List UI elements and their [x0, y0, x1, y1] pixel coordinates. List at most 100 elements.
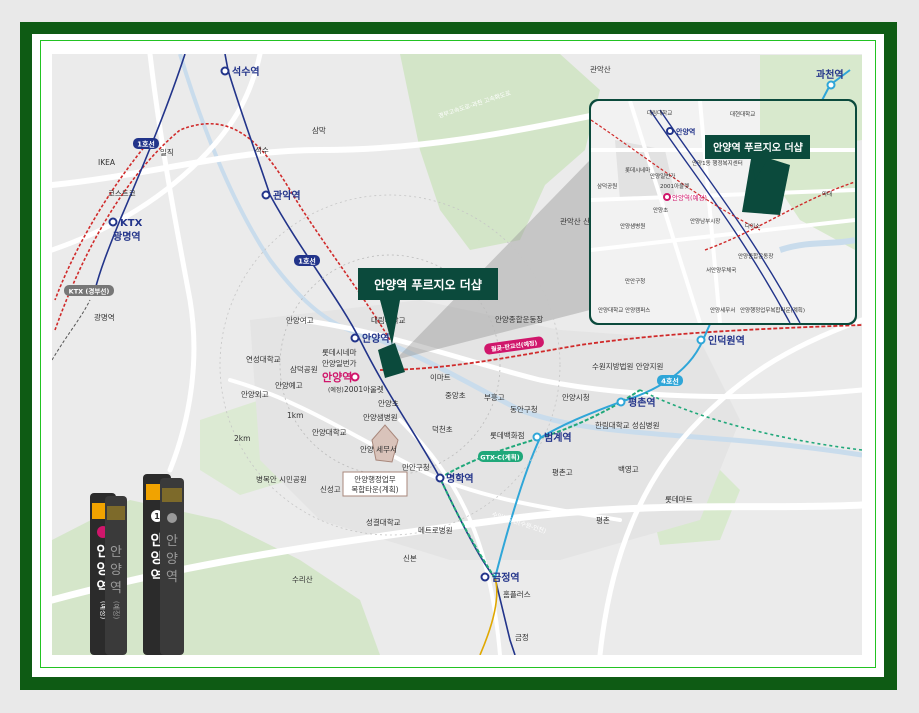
byeongmokan-park-label: 병목안 시민공원 — [256, 474, 307, 484]
gtxc-tag — [478, 451, 523, 462]
lotte-mart-label: 롯데마트 — [665, 495, 693, 504]
anyang-station-dot — [350, 333, 360, 343]
line4-tag — [657, 375, 683, 386]
admin-town-label-line2: 복합타운(계획) — [351, 484, 398, 494]
wolgot-tag — [484, 336, 544, 355]
callout-box — [358, 268, 498, 300]
inset-samdeok-label: 삼덕공원 — [597, 182, 617, 190]
inset-dongbu-label: 안양1동 행정복지센터 — [692, 159, 743, 167]
ktx-tag-text: KTX (경부선) — [69, 287, 110, 296]
geumjeong-ic-label: 금정 — [515, 632, 529, 642]
hallym-hospital-label: 한림대학교 성심병원 — [595, 420, 660, 430]
pyeongchon-station-label: 평촌역 — [628, 396, 656, 409]
inset-ilbeonga-label: 안양일번가 — [650, 172, 675, 180]
sign2-sub: (예정) — [112, 601, 121, 620]
gwanaksan-label: 관악산 — [590, 64, 611, 74]
geumjeong-station-label: 금정역 — [492, 571, 520, 584]
iljik-ic-label: 일직 — [160, 147, 174, 157]
anyang-planned-station-label: 안양역 — [322, 370, 352, 384]
gtxc-east — [639, 389, 862, 451]
wolgot-pangyo-line — [379, 324, 862, 371]
dongan-gu-office-label: 동안구청 — [510, 404, 538, 414]
anyang-tax-office-label: 안양 세무서 — [360, 444, 397, 454]
inset-hospital-label: 안양샘병원 — [620, 222, 645, 230]
gtxc-tag-text: GTX-C(계획) — [480, 453, 520, 462]
admin-town-label-line1: 안양행정업무 — [354, 474, 395, 484]
sign2-char-2: 양 — [110, 563, 122, 578]
pyeongchon-station-dot — [616, 397, 626, 407]
inset-anyang-univ-label: 안양대학교 안양캠퍼스 — [598, 306, 650, 314]
lotte-dept-label: 롯데백화점 — [490, 430, 525, 440]
anyang-elementary-label: 안양초 — [378, 398, 399, 408]
ktx-station-label: KTX — [120, 218, 143, 229]
inset-yakdae-label: 약대 — [822, 190, 832, 198]
callout-pointer — [380, 300, 400, 345]
ktx-line — [54, 122, 391, 341]
line1-tag-a-text: 1호선 — [137, 140, 155, 149]
river — [178, 54, 381, 342]
anyang-planned-tag: (예정) — [328, 386, 344, 394]
anyang-city-hall-label: 안양시청 — [562, 392, 590, 402]
pyeongchon-label: 평촌 — [596, 515, 610, 525]
outlet-2001-label: 2001아울렛 — [344, 384, 384, 394]
yeonseong-univ-label: 연성대학교 — [246, 354, 281, 364]
gwanak-forest-label: 관악산 산림욕장 — [560, 216, 611, 226]
seoksu-station-dot — [220, 66, 230, 76]
ktx-branch — [54, 139, 151, 301]
radius-1km — [279, 254, 501, 476]
line1-tag-b-text: 1호선 — [298, 257, 316, 266]
gtxc-line — [439, 389, 641, 479]
ktx-tag — [64, 285, 114, 296]
inset-admin-town-label: 안양행정업무복합타운(계획) — [740, 306, 805, 314]
admin-town-marker — [371, 424, 399, 463]
ikea-label: IKEA — [98, 158, 116, 167]
anyang-foreign-hs-label: 안양외고 — [241, 389, 269, 399]
inset-sports-label: 안양종합운동장 — [738, 252, 773, 260]
station-sign-2: 안 양 역 (예정) — [105, 496, 127, 655]
callout-title: 안양역 푸르지오 더샵 — [374, 277, 482, 292]
costco-label: 코스트코 — [108, 189, 136, 198]
sign1-sub: (예정) — [99, 601, 108, 620]
inset-title: 안양역 푸르지오 더샵 — [713, 141, 804, 154]
myeonghak-station-dot — [435, 473, 445, 483]
station-sign-4: 안 양 역 — [160, 478, 184, 655]
anyang-saem-hospital-label: 안양샘병원 — [363, 412, 398, 422]
sinbon-label: 신본 — [403, 554, 417, 563]
sign4-char-3: 역 — [166, 570, 178, 585]
line1-tag-b — [294, 255, 320, 266]
emart-label: 이마트 — [430, 372, 451, 382]
gwanak-station-label: 관악역 — [273, 189, 301, 202]
sign4-char-1: 안 — [166, 534, 178, 549]
homeplus-label: 홈플러스 — [503, 589, 531, 599]
road-network — [52, 54, 862, 655]
gwangmyeong-station-dot — [108, 217, 118, 227]
indeogwon-station-label: 인덕원역 — [708, 334, 745, 347]
manan-gu-office-label: 만안구청 — [402, 462, 430, 472]
geumjeong-station-dot — [480, 572, 490, 582]
gwanaksan-green-area — [400, 54, 600, 250]
seoksu-ic-label: 석수 — [255, 145, 269, 155]
gwanak-station-dot — [261, 190, 271, 200]
sign2-char-3: 역 — [110, 581, 122, 596]
buheung-hs-label: 부흥고 — [484, 392, 505, 402]
anyang-hs-label: 안양여고 — [286, 315, 314, 325]
admin-town-label-box — [342, 471, 408, 497]
beomgye-station-label: 범계역 — [544, 431, 572, 444]
line1-tag-a — [133, 138, 159, 149]
gwangmyeong-ic-label: 광명역 — [94, 312, 115, 322]
sign2-char-1: 안 — [110, 545, 122, 560]
jungang-elementary-label: 중앙초 — [445, 390, 466, 400]
anyang-planned-station-dot — [350, 372, 360, 382]
sign3-num: 1 — [154, 512, 160, 521]
radius-2km — [219, 194, 561, 536]
inset-nambu-market-label: 안양남부시장 — [690, 217, 720, 225]
beomgye-station-dot — [532, 432, 542, 442]
gwacheon-station-dot — [826, 80, 836, 90]
lotte-cinema-label: 롯데시네마 — [322, 348, 357, 357]
surisan-green-area — [52, 500, 380, 655]
gtxc-line-south — [439, 477, 496, 579]
line1-branch — [94, 54, 186, 291]
gwacheon-station-label: 과천역 — [816, 68, 844, 81]
myeonghak-station-label: 명학역 — [446, 472, 474, 485]
